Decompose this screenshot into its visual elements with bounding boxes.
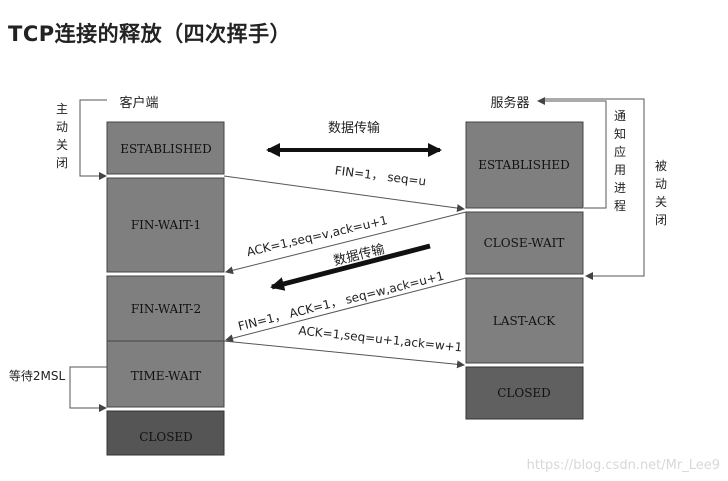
client-state-established: ESTABLISHED (120, 142, 212, 156)
notify-app-char-3: 应 (614, 144, 626, 159)
server-passive-close: 被 动 关 闭 (544, 98, 667, 280)
active-close-bracket-arrow (79, 99, 107, 180)
active-close-char-4: 闭 (56, 156, 68, 170)
client-state-time-wait: TIME-WAIT (131, 369, 202, 383)
client-state-closed: CLOSED (139, 430, 193, 444)
passive-close-char-4: 闭 (655, 213, 667, 227)
active-close-char-2: 动 (56, 120, 68, 134)
message-arrow-ack (225, 211, 467, 275)
client-state-box-closed (106, 410, 225, 456)
client-state-fin-wait-1: FIN-WAIT-1 (131, 218, 201, 232)
message-label-fin: FIN=1， seq=u (334, 163, 427, 188)
notify-app-char-5: 进 (614, 181, 626, 195)
server-state-column: ESTABLISHED CLOSE-WAIT LAST-ACK CLOSED (465, 121, 584, 420)
server-state-box-closed (465, 366, 584, 420)
wait-2msl-label: 等待2MSL (9, 369, 66, 383)
notify-app-char-2: 知 (614, 127, 626, 141)
message-label-final-ack: ACK=1,seq=u+1,ack=w+1 (298, 323, 463, 354)
watermark: https://blog.csdn.net/Mr_Lee9 (526, 458, 720, 473)
client-state-fin-wait-2: FIN-WAIT-2 (131, 302, 201, 316)
message-arrow-fin (223, 175, 465, 213)
message-label-fin-ack: FIN=1， ACK=1， seq=w,ack=u+1 (237, 269, 446, 334)
server-state-last-ack: LAST-ACK (493, 314, 556, 328)
data-transfer-top-label: 数据传输 (328, 120, 380, 136)
server-state-close-wait: CLOSE-WAIT (484, 236, 565, 250)
notify-app-char-6: 程 (614, 198, 626, 213)
notify-app-bracket-arrow (537, 97, 607, 209)
client-state-box-fin-wait-2 (106, 275, 225, 342)
active-close-char-1: 主 (56, 102, 68, 116)
passive-close-char-2: 动 (655, 177, 667, 191)
server-label: 服务器 (490, 95, 529, 111)
message-arrow-fin-ack (225, 277, 467, 343)
client-label: 客户端 (119, 95, 158, 111)
client-state-column: ESTABLISHED FIN-WAIT-1 FIN-WAIT-2 TIME-W… (106, 121, 225, 456)
client-time-wait-bracket: 等待2MSL (9, 366, 107, 412)
server-state-box-established (465, 121, 584, 209)
notify-app-char-4: 用 (614, 163, 626, 177)
notify-app-char-1: 通 (614, 109, 626, 123)
passive-close-char-1: 被 (655, 159, 667, 173)
client-state-box-time-wait (106, 340, 225, 408)
server-notify-app: 通 知 应 用 进 程 (537, 97, 626, 213)
client-active-close: 主 动 关 闭 (56, 99, 107, 180)
server-state-closed: CLOSED (497, 386, 551, 400)
wait-2msl-bracket-arrow (69, 366, 107, 412)
passive-close-char-3: 关 (655, 195, 667, 209)
server-state-established: ESTABLISHED (478, 158, 570, 172)
active-close-char-3: 关 (56, 138, 68, 152)
message-arrow-final-ack (223, 340, 465, 369)
server-state-box-close-wait (465, 211, 584, 275)
passive-close-bracket-arrow (544, 98, 645, 280)
page-title: TCP连接的释放（四次挥手） (8, 22, 292, 46)
data-transfer-single-arrow (270, 243, 431, 291)
client-state-box-fin-wait-1 (106, 177, 225, 273)
client-state-box-established (106, 121, 225, 175)
server-state-box-last-ack (465, 277, 584, 364)
